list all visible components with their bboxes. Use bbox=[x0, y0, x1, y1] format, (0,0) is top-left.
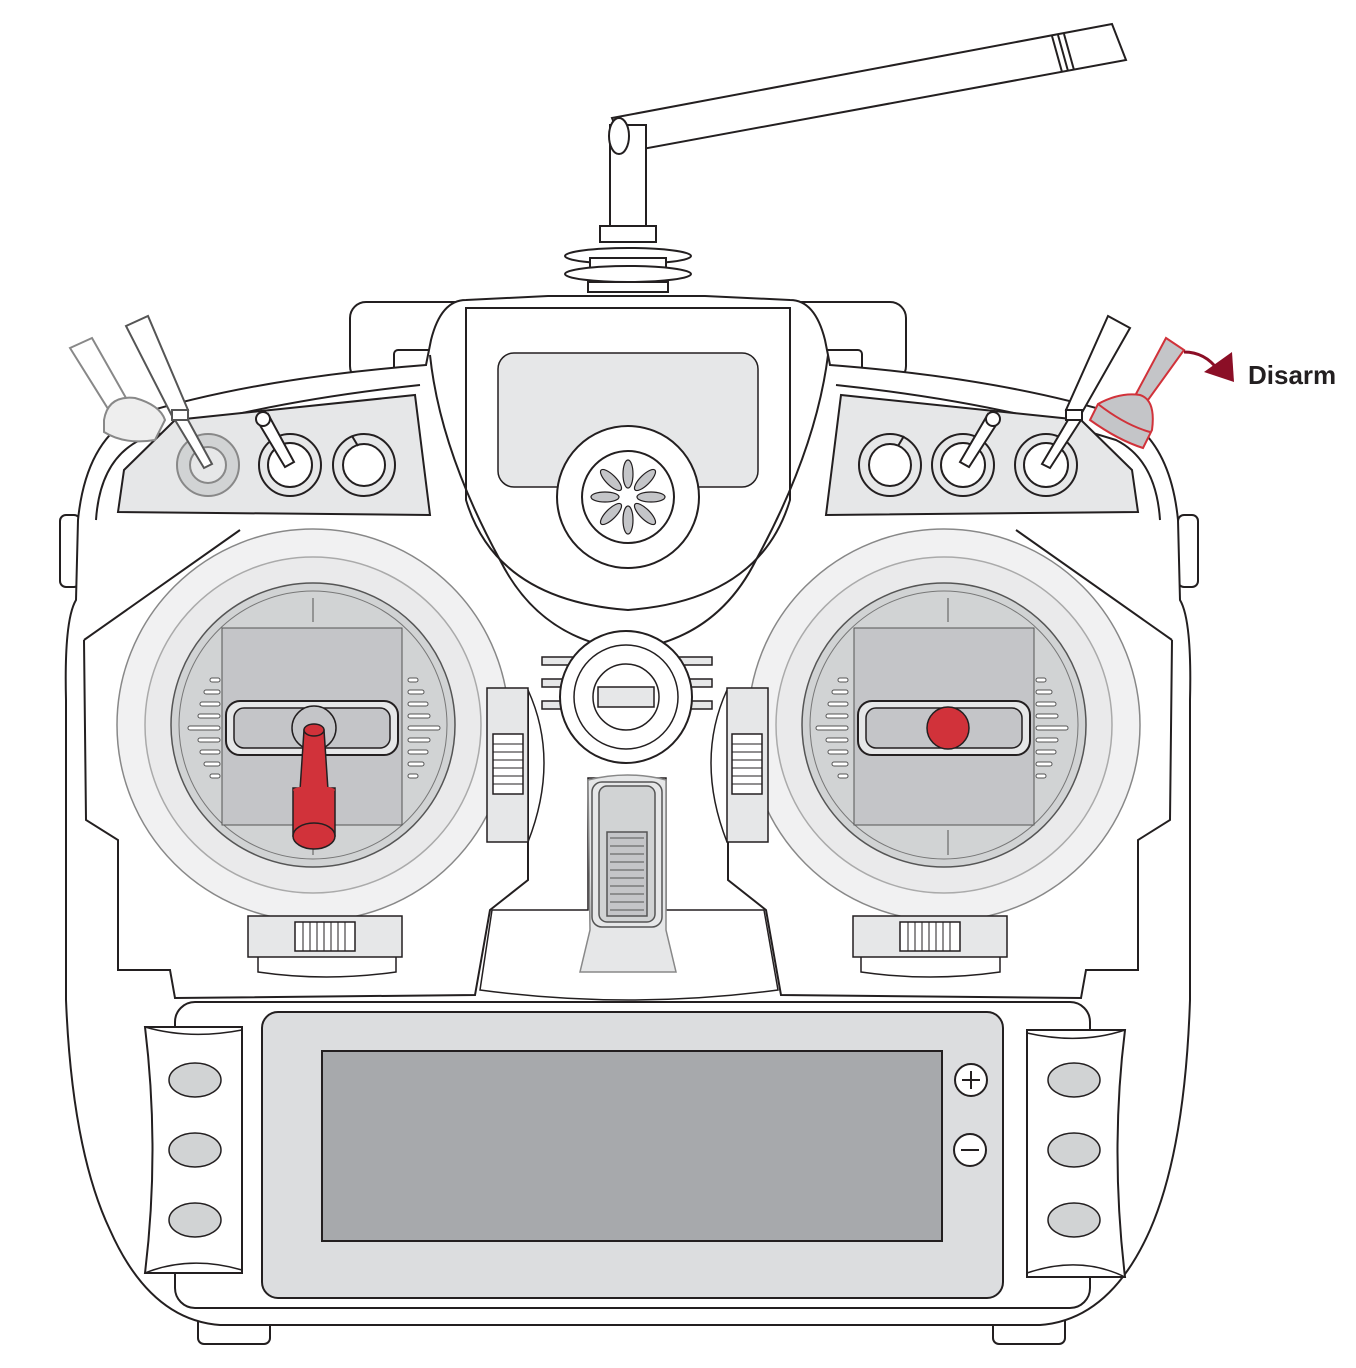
center-dial[interactable] bbox=[541, 630, 713, 764]
right-stick[interactable] bbox=[926, 706, 970, 750]
right-button-3[interactable] bbox=[1047, 1202, 1101, 1238]
left-button-1[interactable] bbox=[168, 1062, 222, 1098]
antenna bbox=[564, 22, 1128, 293]
right-knob[interactable] bbox=[858, 433, 922, 497]
disarm-arrow-icon bbox=[1183, 350, 1234, 382]
left-knob[interactable] bbox=[332, 433, 396, 497]
right-trim-marks bbox=[815, 677, 1069, 779]
plus-button[interactable] bbox=[954, 1063, 988, 1097]
left-switch-3[interactable] bbox=[255, 411, 322, 497]
center-slider[interactable] bbox=[479, 774, 779, 1001]
speaker-grille-icon bbox=[590, 459, 666, 535]
right-switch-1[interactable] bbox=[931, 411, 1001, 497]
left-button-2[interactable] bbox=[168, 1132, 222, 1168]
lcd-screen bbox=[321, 1050, 943, 1242]
left-side-slider[interactable] bbox=[486, 687, 545, 843]
left-bottom-trim[interactable] bbox=[247, 915, 403, 978]
disarm-switch[interactable] bbox=[1088, 336, 1186, 450]
right-switch-2[interactable] bbox=[1014, 314, 1132, 497]
right-button-2[interactable] bbox=[1047, 1132, 1101, 1168]
left-trim-marks bbox=[187, 677, 441, 779]
throttle-stick[interactable] bbox=[292, 723, 336, 850]
right-button-1[interactable] bbox=[1047, 1062, 1101, 1098]
right-grip bbox=[1177, 514, 1199, 588]
left-button-3[interactable] bbox=[168, 1202, 222, 1238]
right-bottom-trim[interactable] bbox=[852, 915, 1008, 978]
right-side-slider[interactable] bbox=[710, 687, 769, 843]
disarm-label: Disarm bbox=[1248, 360, 1336, 390]
minus-button[interactable] bbox=[953, 1133, 987, 1167]
left-switch-2[interactable] bbox=[124, 314, 214, 470]
